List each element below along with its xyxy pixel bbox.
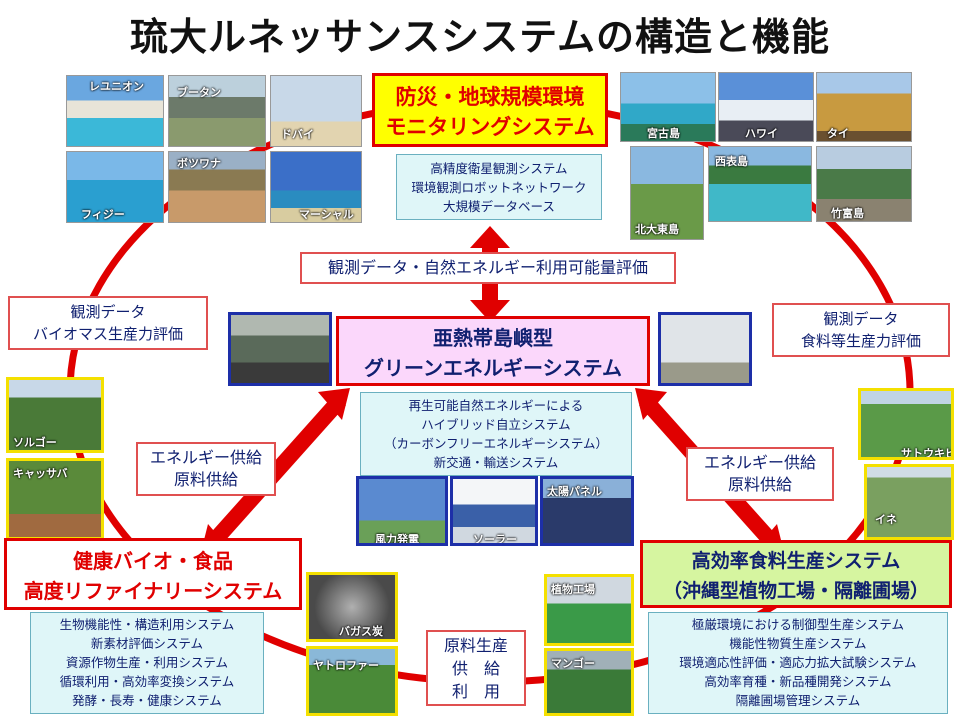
photo-solar-panel: 太陽パネル xyxy=(540,476,634,546)
photo-wind-power: 風力発電 xyxy=(356,476,448,546)
photo-mango: マンゴー xyxy=(544,648,634,716)
label-line: バイオマス生産力評価 xyxy=(32,325,183,343)
label-observation-energy: 観測データ・自然エネルギー利用可能量評価 xyxy=(300,252,676,284)
photo-caption: 植物工場 xyxy=(551,583,595,596)
bio-refinery-details: 生物機能性・構造利用システム 新素材評価システム 資源作物生産・利用システム 循… xyxy=(30,612,264,714)
photo-rice: イネ xyxy=(864,464,954,540)
photo-dubai: ドバイ xyxy=(270,75,362,147)
photo-caption: ドバイ xyxy=(281,128,314,141)
label-supply-right: エネルギー供給 原料供給 xyxy=(686,447,834,501)
detail-line: 新素材評価システム xyxy=(90,636,204,651)
photo-sugarcane: サトウキビ xyxy=(858,388,954,460)
green-energy-line2: グリーンエネルギーシステム xyxy=(364,356,622,380)
bio-refinery-line2: 高度リファイナリーシステム xyxy=(23,579,283,603)
label-line: エネルギー供給 xyxy=(149,448,262,467)
photo-caption: 宮古島 xyxy=(647,127,680,140)
photo-caption: ブータン xyxy=(177,86,221,99)
photo-caption: 西表島 xyxy=(715,155,748,168)
green-energy-line1: 亜熱帯島嶼型 xyxy=(433,326,553,350)
food-production-system-title: 高効率食料生産システム （沖縄型植物工場・隔離圃場） xyxy=(640,540,952,608)
label-food-evaluation: 観測データ 食料等生産力評価 xyxy=(772,303,950,357)
photo-iriomote: 西表島 xyxy=(708,146,812,222)
detail-line: 極厳環境における制御型生産システム xyxy=(691,617,905,632)
photo-caption: ソーラー xyxy=(473,533,517,546)
photo-kitadaito: 北大東島 xyxy=(630,146,704,240)
label-raw-material: 原料生産 供 給 利 用 xyxy=(426,630,526,706)
detail-line: 新交通・輸送システム xyxy=(433,455,559,470)
detail-line: 生物機能性・構造利用システム xyxy=(59,617,235,632)
photo-caption: 竹富島 xyxy=(831,207,864,220)
photo-taketomi: 竹富島 xyxy=(816,146,912,222)
photo-caption: フィジー xyxy=(81,208,125,221)
photo-thai: タイ xyxy=(816,72,912,142)
photo-fiji: フィジー xyxy=(66,151,164,223)
detail-line: 再生可能自然エネルギーによる xyxy=(408,398,584,413)
photo-miyako: 宮古島 xyxy=(620,72,716,142)
photo-caption: タイ xyxy=(827,127,849,140)
photo-caption: ソルゴー xyxy=(13,436,57,449)
detail-line: 大規模データベース xyxy=(443,199,555,214)
food-production-line1: 高効率食料生産システム xyxy=(691,550,901,572)
photo-energy-container xyxy=(658,312,752,386)
photo-caption: サトウキビ xyxy=(901,447,954,460)
photo-caption: ハワイ xyxy=(745,127,778,140)
photo-caption: ヤトロファー xyxy=(313,659,379,672)
photo-biomass-plant xyxy=(228,312,332,386)
photo-caption: イネ xyxy=(875,513,897,526)
photo-bagasse: バガス炭 xyxy=(306,572,398,642)
photo-plant-factory: 植物工場 xyxy=(544,574,634,646)
photo-caption: 風力発電 xyxy=(375,533,419,546)
green-energy-system-title: 亜熱帯島嶼型 グリーンエネルギーシステム xyxy=(336,316,650,386)
label-line: 食料等生産力評価 xyxy=(800,332,921,350)
detail-line: ハイブリッド自立システム xyxy=(421,417,571,432)
photo-sorghum: ソルゴー xyxy=(6,377,104,453)
label-line: エネルギー供給 xyxy=(703,453,816,472)
detail-line: 高効率育種・新品種開発システム xyxy=(704,674,892,689)
photo-caption: ボツワナ xyxy=(177,157,221,170)
photo-marshall: マーシャル xyxy=(270,151,362,223)
label-line: 利 用 xyxy=(451,682,500,701)
detail-line: 循環利用・高効率変換システム xyxy=(59,674,235,689)
detail-line: 機能性物質生産システム xyxy=(729,636,867,651)
green-energy-details: 再生可能自然エネルギーによる ハイブリッド自立システム （カーボンフリーエネルギ… xyxy=(360,392,632,476)
photo-caption: 北大東島 xyxy=(635,223,679,236)
label-line: 観測データ xyxy=(70,303,146,321)
photo-solar-unit: ソーラー xyxy=(450,476,538,546)
label-line: 供 給 xyxy=(451,659,500,678)
photo-jatropha: ヤトロファー xyxy=(306,646,398,716)
monitoring-system-line2: モニタリングシステム xyxy=(385,115,595,139)
label-line: 原料供給 xyxy=(173,470,238,489)
monitoring-system-title: 防災・地球規模環境 モニタリングシステム xyxy=(372,73,608,147)
detail-line: 発酵・長寿・健康システム xyxy=(72,693,222,708)
photo-reunion: レユニオン xyxy=(66,75,164,147)
photo-caption: マーシャル xyxy=(299,208,354,221)
monitoring-system-details: 高精度衛星観測システム 環境観測ロボットネットワーク 大規模データベース xyxy=(396,154,602,220)
photo-hawaii: ハワイ xyxy=(718,72,814,142)
food-production-line2: （沖縄型植物工場・隔離圃場） xyxy=(662,580,929,602)
photo-caption: レユニオン xyxy=(89,80,144,93)
detail-line: 高精度衛星観測システム xyxy=(430,161,568,176)
detail-line: 環境適応性評価・適応力拡大試験システム xyxy=(679,655,917,670)
photo-caption: 太陽パネル xyxy=(547,485,602,498)
label-line: 観測データ xyxy=(823,310,899,328)
label-line: 原料供給 xyxy=(727,475,792,494)
monitoring-system-line1: 防災・地球規模環境 xyxy=(395,85,585,109)
photo-caption: マンゴー xyxy=(551,657,595,670)
detail-line: 隔離圃場管理システム xyxy=(735,693,861,708)
bio-refinery-line1: 健康バイオ・食品 xyxy=(73,549,233,573)
photo-cassava: キャッサバ xyxy=(6,458,104,540)
photo-caption: バガス炭 xyxy=(339,625,383,638)
detail-line: （カーボンフリーエネルギーシステム） xyxy=(383,436,608,451)
detail-line: 環境観測ロボットネットワーク xyxy=(411,180,587,195)
label-supply-left: エネルギー供給 原料供給 xyxy=(136,442,276,496)
page-title: 琉大ルネッサンスシステムの構造と機能 xyxy=(129,15,831,59)
photo-botswana: ボツワナ xyxy=(168,151,266,223)
label-line: 原料生産 xyxy=(443,636,508,655)
food-production-details: 極厳環境における制御型生産システム 機能性物質生産システム 環境適応性評価・適応… xyxy=(648,612,948,714)
bio-refinery-system-title: 健康バイオ・食品 高度リファイナリーシステム xyxy=(4,538,302,610)
label-biomass-evaluation: 観測データ バイオマス生産力評価 xyxy=(8,296,208,350)
photo-caption: キャッサバ xyxy=(13,467,68,480)
detail-line: 資源作物生産・利用システム xyxy=(65,655,229,670)
photo-bhutan: ブータン xyxy=(168,75,266,147)
